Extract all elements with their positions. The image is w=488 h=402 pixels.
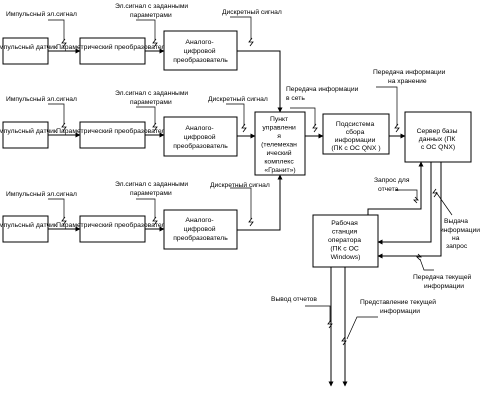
sensor-box-1 [2,37,49,65]
zigzag-discrete-1 [248,37,254,47]
leader-impulse-3 [48,198,65,218]
leader-discrete-1 [230,16,252,40]
control-point-label: Пункт управлени я (телемехан ический ком… [261,116,299,174]
zigzag-discrete-2 [241,123,247,133]
zigzag-report-output [327,319,333,329]
adc-label-1: Аналого- цифровой преобразователь [173,39,228,64]
leader-report-request [396,189,418,200]
db-server-label: Сервер базы данных (ПК с ОС QNX) [417,127,460,151]
leader-impulse-1 [48,19,65,40]
leader-impulse-2 [48,103,65,124]
label-discrete-signal-3: Дискретный сигнал [210,181,270,189]
leader-current-presentation [346,316,378,340]
sensor-box-2 [2,121,49,149]
leader-discrete-2 [226,103,245,126]
label-impulse-signal-2: Импульсный эл.сигнал [6,95,77,103]
arrow-adc-control-3 [237,174,283,231]
arrow-report-request [367,161,424,215]
zigzag-impulse-2 [61,122,67,132]
leader-discrete-3 [230,187,252,219]
label-transfer-net: Передача информации в сеть [286,86,360,102]
label-current-presentation: Представление текущей информации [360,298,438,315]
adc-label-2: Аналого- цифровой преобразователь [173,125,228,150]
label-issue-on-request: Выдача информации на запрос [440,218,482,250]
converter-box-3 [79,215,146,243]
leader-current-info [419,258,434,271]
label-report-request: Запрос для отчета [374,177,411,193]
leader-transfer-net [290,107,316,126]
converter-label-3: Параметрический преобразователь [56,221,169,229]
label-discrete-signal-1: Дискретный сигнал [222,8,282,16]
zigzag-discrete-3 [248,217,254,227]
workstation-label: Рабочая станция оператора (ПК с ОС Windo… [328,219,363,261]
arrow-issue-on-request [377,162,432,245]
leader-issue-on-request [435,191,453,216]
arrow-current-info [377,162,442,259]
zigzag-impulse-1 [61,38,67,48]
sensor-box-3 [2,215,49,243]
label-params-signal-3: Эл.сигнал с заданными параметрами [115,181,190,197]
leader-params-1 [136,19,156,40]
adc-label-3: Аналого- цифровой преобразователь [173,217,228,242]
leader-params-3 [136,198,156,218]
label-current-info: Передача текущей информации [413,273,473,290]
sensor-label-1: Импульсный датчик [0,43,57,51]
leader-params-2 [136,106,156,124]
zigzag-current-presentation [341,336,347,346]
arrow-adc-control-1 [237,50,283,113]
zigzag-current-info [416,253,422,261]
row-2: Импульсный датчик Параметрический преобр… [0,90,268,157]
db-server-box [404,111,472,163]
leader-transfer-storage [376,86,398,126]
converter-box-1 [79,37,146,65]
workstation-box [312,214,379,268]
leader-report-output [305,305,331,322]
row-3: Импульсный датчик Параметрический преобр… [0,174,283,250]
zigzag-params-3 [152,216,158,226]
converter-label-2: Параметрический преобразователь [56,127,169,135]
label-impulse-signal-1: Импульсный эл.сигнал [6,10,77,18]
zigzag-issue-on-request [432,188,438,198]
zigzag-transfer-storage [394,123,400,133]
zigzag-impulse-3 [61,216,67,226]
zigzag-params-2 [152,122,158,132]
zigzag-report-request [413,196,419,204]
label-params-signal-2: Эл.сигнал с заданными параметрами [115,90,190,106]
converter-label-1: Параметрический преобразователь [56,43,169,51]
row-1: Импульсный датчик Параметрический преобр… [0,3,283,113]
zigzag-params-1 [152,38,158,48]
label-impulse-signal-3: Импульсный эл.сигнал [6,190,77,198]
sensor-label-2: Импульсный датчик [0,127,57,135]
label-transfer-storage: Передача информации на хранение [373,69,447,85]
zigzag-transfer-net [312,123,318,133]
adc-box-2 [163,116,238,157]
control-point-box [254,111,306,176]
label-params-signal-1: Эл.сигнал с заданными параметрами [115,3,190,19]
label-discrete-signal-2: Дискретный сигнал [208,95,268,103]
subsystem-label: Подсистема сбора информации (ПК с ОС QNX… [331,121,380,152]
sensor-label-3: Импульсный датчик [0,221,57,229]
converter-box-2 [79,121,146,149]
label-report-output: Вывод отчетов [271,296,317,303]
